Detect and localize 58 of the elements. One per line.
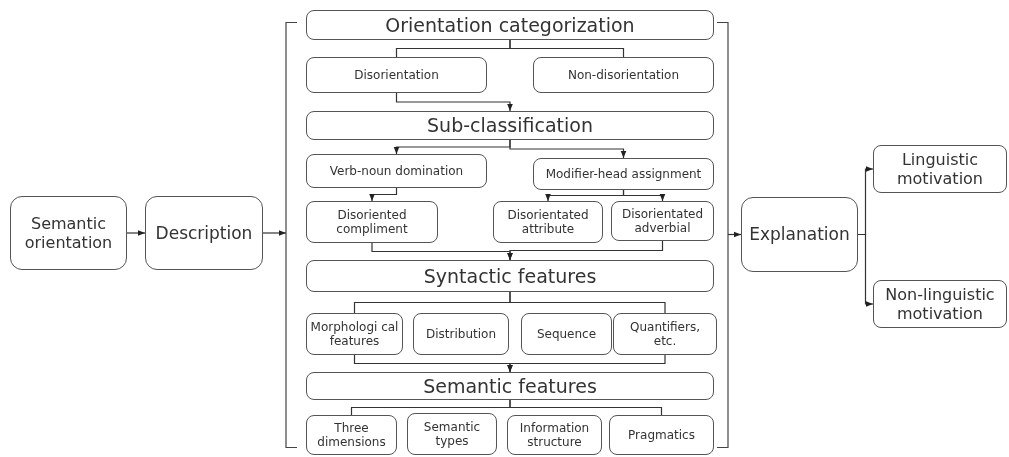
connector-arrow	[507, 240, 664, 261]
process-box	[145, 196, 263, 270]
process-box	[306, 111, 714, 140]
process-box	[613, 313, 717, 355]
process-box	[306, 372, 714, 400]
process-box	[609, 415, 714, 455]
process-box	[493, 201, 603, 243]
box-label: Non-disorientation	[567, 67, 680, 83]
connector-arrow	[857, 233, 874, 307]
box-label: Semantic features	[423, 374, 597, 398]
box-label: Semantic orientation	[23, 213, 114, 253]
box-label: Modifier-head assignment	[545, 166, 702, 182]
process-box	[306, 154, 487, 188]
connector-arrow	[727, 231, 742, 238]
connector-arrow	[262, 230, 287, 236]
box-label: Disoriented compliment	[335, 207, 409, 237]
process-box	[611, 201, 714, 241]
box-label: Semantic types	[422, 419, 482, 449]
box-label: Sequence	[536, 326, 597, 342]
process-box	[413, 313, 509, 355]
box-label: Morphologi cal features	[310, 319, 399, 349]
process-box	[873, 145, 1007, 193]
process-box	[741, 197, 858, 272]
box-label: Quantifiers, etc.	[629, 319, 701, 349]
box-label: Non-linguistic motivation	[884, 284, 996, 324]
process-box	[533, 57, 714, 93]
box-label: Disorientation	[354, 67, 439, 83]
process-box	[306, 201, 438, 243]
process-box	[407, 413, 497, 455]
box-label: Sub-classification	[427, 114, 593, 137]
connector-arrow	[369, 187, 398, 202]
connector-arrow	[507, 354, 666, 373]
process-box	[306, 260, 714, 292]
box-label: Disorientated adverbial	[620, 206, 705, 236]
box-label: Three dimensions	[316, 420, 387, 450]
process-box	[306, 415, 397, 455]
process-box	[306, 313, 403, 355]
connector-arrow	[126, 230, 146, 236]
process-box	[10, 196, 127, 270]
box-label: Distribution	[426, 326, 496, 342]
box-label: Verb-noun domination	[329, 163, 464, 179]
process-box	[507, 415, 602, 455]
box-label: Pragmatics	[628, 427, 695, 443]
process-box	[873, 280, 1007, 328]
connector-arrow	[509, 139, 627, 159]
box-label: Orientation categorization	[385, 13, 635, 37]
box-label: Disorientated attribute	[506, 207, 590, 237]
connector-arrow	[395, 92, 513, 112]
box-label: Linguistic motivation	[896, 149, 984, 189]
process-box	[306, 10, 714, 40]
box-label: Explanation	[749, 224, 850, 245]
process-box	[533, 158, 714, 190]
process-box	[521, 313, 612, 355]
box-label: Syntactic features	[423, 264, 597, 288]
box-label: Description	[155, 222, 253, 244]
connector-arrow	[622, 189, 666, 202]
box-label: Information structure	[518, 420, 591, 450]
process-box	[306, 57, 487, 93]
